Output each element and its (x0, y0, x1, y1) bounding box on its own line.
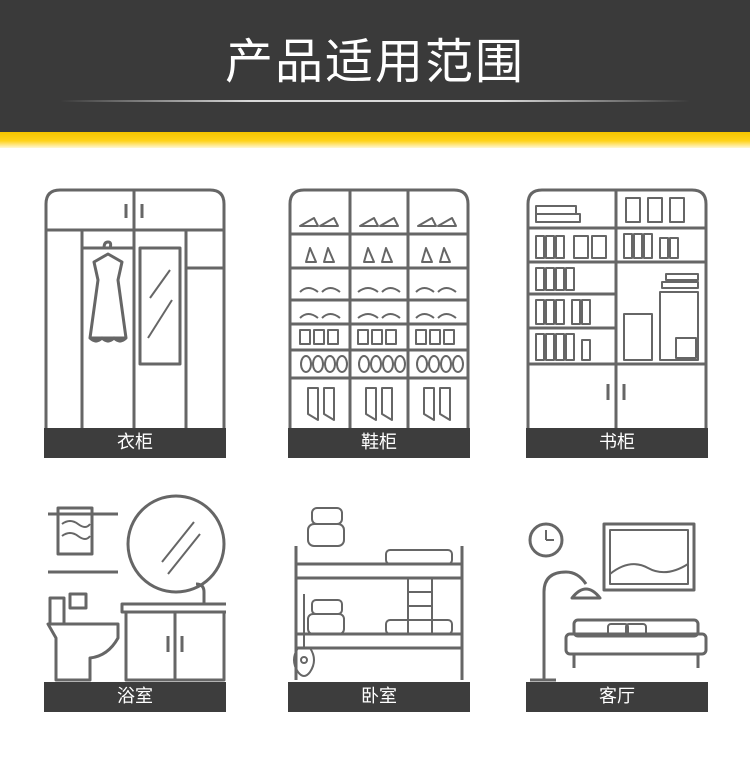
category-label: 卧室 (288, 682, 470, 712)
category-label: 书柜 (526, 428, 708, 458)
shoe-cabinet-icon (288, 188, 470, 428)
category-card-bookcase[interactable]: 书柜 (526, 188, 708, 458)
bedroom-icon (293, 507, 464, 680)
category-card-shoe-cabinet[interactable]: 鞋柜 (288, 188, 470, 458)
category-card-bedroom[interactable]: 卧室 (288, 488, 470, 712)
category-label: 客厅 (526, 682, 708, 712)
category-card-wardrobe[interactable]: 衣柜 (44, 188, 226, 458)
category-label: 衣柜 (44, 428, 226, 458)
living-room-icon (528, 522, 708, 682)
accent-stripe (0, 132, 750, 148)
category-card-living-room[interactable]: 客厅 (526, 488, 708, 712)
bookcase-icon (526, 188, 708, 428)
category-label: 鞋柜 (288, 428, 470, 458)
wardrobe-icon (44, 188, 226, 428)
header-banner: 产品适用范围 (0, 0, 750, 136)
title-underline (60, 100, 690, 102)
category-card-bathroom[interactable]: 浴室 (44, 488, 226, 712)
category-label: 浴室 (44, 682, 226, 712)
page-title: 产品适用范围 (224, 34, 525, 90)
bathroom-icon (46, 494, 226, 682)
